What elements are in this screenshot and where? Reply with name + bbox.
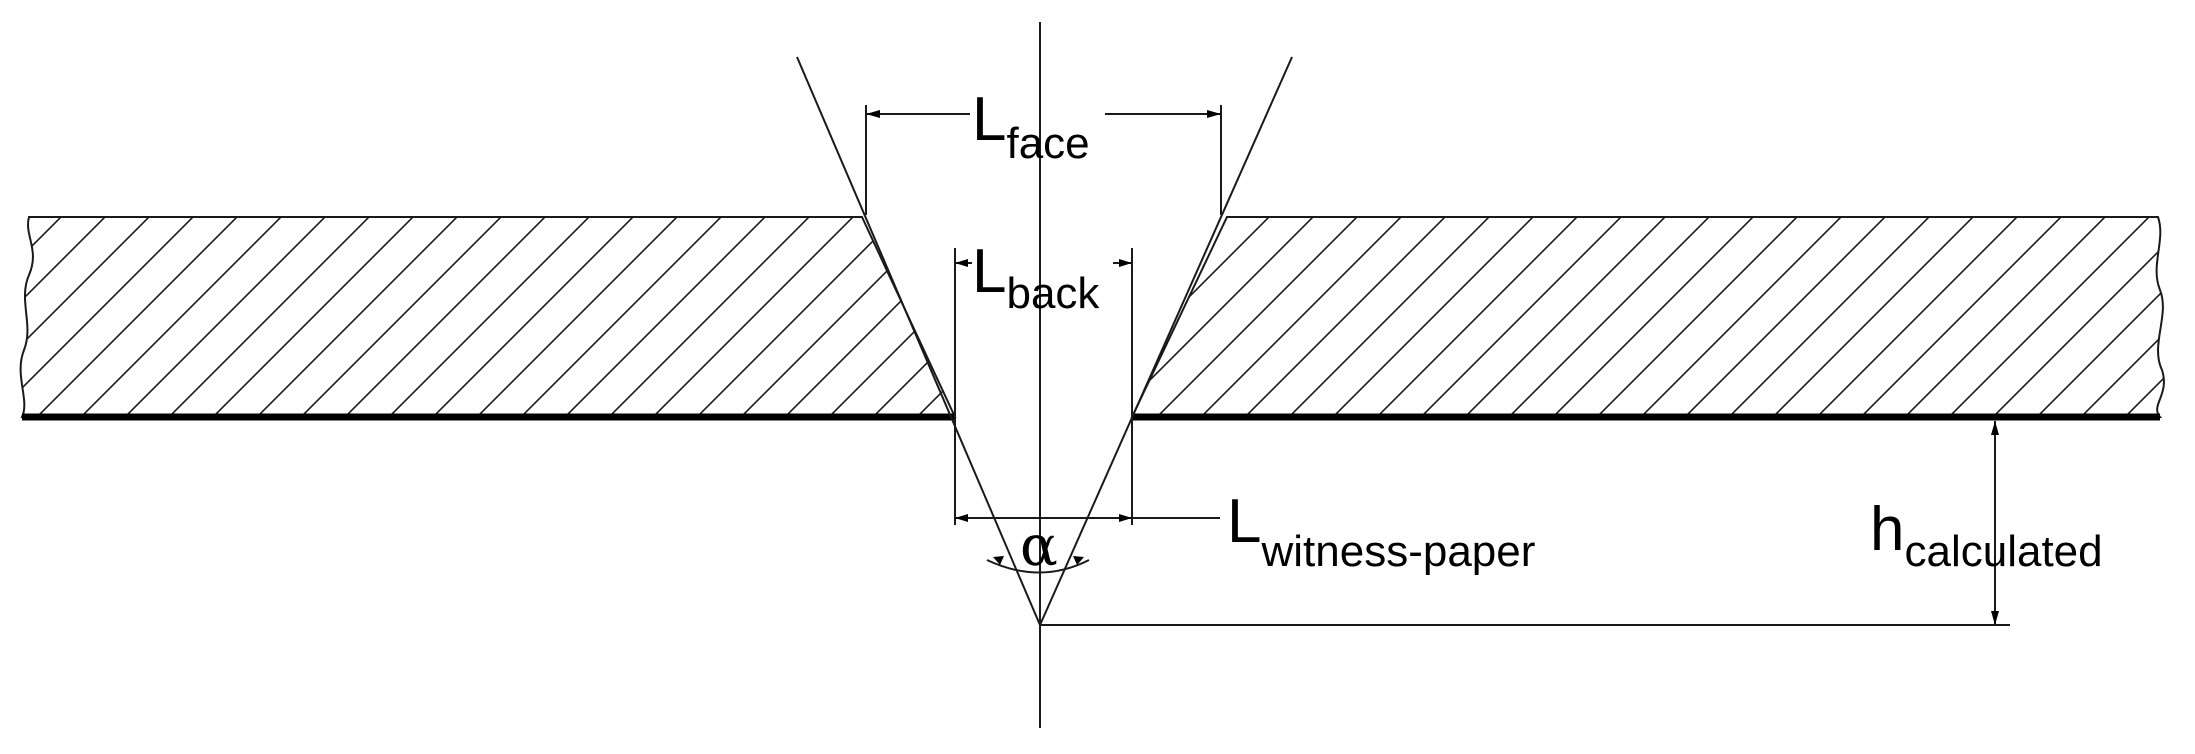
hatch-line-right: [1803, 217, 2035, 417]
hatch-line-right: [1979, 217, 2164, 417]
l-back-dimension: [954, 248, 1133, 525]
hatch-line-right: [1627, 217, 1859, 417]
hatch-line-right: [2023, 217, 2164, 417]
label-l-face: Lface: [972, 85, 1090, 168]
hatch-line-left: [199, 217, 431, 417]
hatch-line-right: [1935, 217, 2164, 417]
hatch-line-right: [2111, 217, 2164, 417]
hatch-line-left: [551, 217, 783, 417]
hatch-line-left: [155, 217, 387, 417]
hatch-line-right: [1319, 217, 1551, 417]
label-l-witness-paper: Lwitness-paper: [1227, 487, 1535, 576]
hatch-line-right: [1143, 217, 1375, 417]
hatch-line-right: [1407, 217, 1639, 417]
label-h-calculated: hcalculated: [1870, 495, 2103, 576]
hatch-line-left: [683, 217, 915, 417]
hatch-line-right: [1495, 217, 1727, 417]
cone-right-edge: [1039, 56, 1293, 626]
hatch-line-left: [463, 217, 695, 417]
hatch-line-left: [375, 217, 607, 417]
hatch-line-right: [1539, 217, 1771, 417]
hatch-line-left: [67, 217, 299, 417]
hatch-line-right: [1132, 217, 1331, 417]
hatch-line-right: [1671, 217, 1903, 417]
hatch-line-left: [20, 217, 123, 417]
hatch-line-left: [727, 217, 955, 417]
hatch-line-left: [639, 217, 871, 417]
hatch-line-left: [287, 217, 519, 417]
left-plate-hatching: [20, 217, 955, 417]
hatch-line-right: [2067, 217, 2164, 417]
hatch-line-left: [903, 217, 955, 417]
label-l-back: Lback: [972, 237, 1100, 318]
hatch-line-left: [507, 217, 739, 417]
hatch-line-left: [111, 217, 343, 417]
hatch-line-left: [771, 217, 955, 417]
hatch-line-right: [1583, 217, 1815, 417]
hatch-line-right: [1187, 217, 1419, 417]
left-plate: [19, 216, 957, 418]
hatch-line-right: [1231, 217, 1463, 417]
h-calculated-dimension: [1040, 421, 2010, 626]
hatch-line-right: [1715, 217, 1947, 417]
hatch-line-right: [1275, 217, 1507, 417]
hatch-line-left: [20, 217, 79, 417]
hatch-line-left: [243, 217, 475, 417]
cone-left-edge: [796, 56, 1041, 626]
hatch-line-right: [1451, 217, 1683, 417]
l-witness-paper-dimension: [955, 514, 1220, 522]
alpha-angle-arc: [986, 556, 1090, 574]
hatch-line-right: [1759, 217, 1991, 417]
hatch-line-right: [1363, 217, 1595, 417]
hatch-line-left: [331, 217, 563, 417]
hatch-line-left: [419, 217, 651, 417]
hatch-line-left: [23, 217, 255, 417]
hatch-line-right: [1891, 217, 2123, 417]
hatch-line-right: [1847, 217, 2079, 417]
hatch-line-left: [859, 217, 955, 417]
hatch-line-left: [595, 217, 827, 417]
label-alpha: α: [1020, 514, 1058, 579]
hatch-line-left: [20, 217, 211, 417]
l-face-dimension: [865, 105, 1222, 215]
hatch-line-left: [20, 217, 167, 417]
